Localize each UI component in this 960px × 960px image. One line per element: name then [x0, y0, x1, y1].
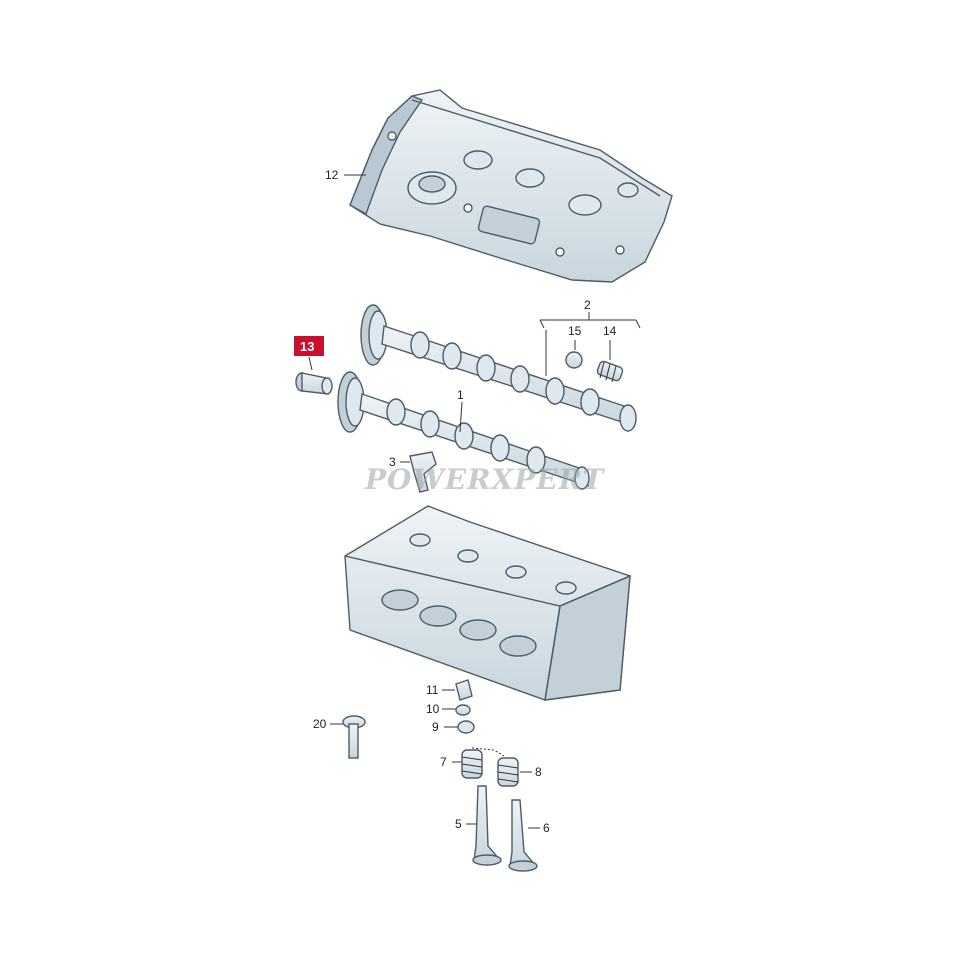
part-10 — [455, 704, 471, 716]
valve-5 — [472, 785, 502, 866]
camshaft-upper — [360, 304, 637, 432]
valve-stem-seal-11 — [455, 679, 473, 701]
highlight-badge-13: 13 — [294, 336, 324, 356]
callout-15: 15 — [568, 324, 582, 338]
callout-10: 10 — [426, 702, 440, 716]
callout-7: 7 — [440, 755, 447, 769]
leader-1 — [459, 401, 463, 433]
callout-12: 12 — [325, 168, 339, 182]
threaded-plug-14 — [596, 360, 624, 383]
bolt-20 — [342, 715, 366, 759]
valve-cover — [349, 89, 673, 283]
valve-6 — [508, 799, 538, 872]
callout-8: 8 — [535, 765, 542, 779]
callout-3: 3 — [389, 455, 396, 469]
valve-spring-7 — [461, 749, 483, 779]
callout-2: 2 — [584, 298, 591, 312]
callout-6: 6 — [543, 821, 550, 835]
bracket-3 — [409, 451, 437, 493]
camshaft-lower — [337, 371, 590, 490]
callout-9: 9 — [432, 720, 439, 734]
bolt-13 — [295, 372, 333, 395]
assembly-bracket-2 — [539, 312, 641, 376]
callout-14: 14 — [603, 324, 617, 338]
callout-13: 13 — [300, 339, 314, 354]
watermark: POWERXPERT — [364, 463, 605, 496]
callout-5: 5 — [455, 817, 462, 831]
ball-15 — [565, 351, 583, 369]
valve-spring-8 — [497, 757, 519, 787]
cylinder-head — [344, 505, 631, 701]
part-9 — [457, 720, 475, 734]
callout-11: 11 — [426, 683, 439, 697]
callout-1: 1 — [457, 388, 464, 402]
callout-20: 20 — [313, 717, 327, 731]
